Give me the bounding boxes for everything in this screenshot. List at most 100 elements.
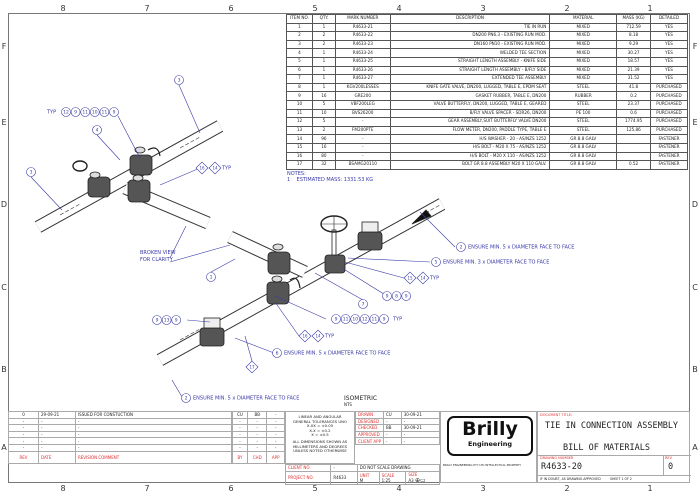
revision-row: --- xyxy=(8,443,232,452)
signoff-cell: - xyxy=(246,430,268,439)
item-balloon: 11 xyxy=(99,107,110,117)
valve-lower-branch xyxy=(267,243,291,275)
view-label: ISOMETRIC xyxy=(344,395,377,402)
item-balloon: 9 xyxy=(379,314,389,324)
zone-column-label: 8 xyxy=(60,484,66,493)
zone-row-label: E xyxy=(1,118,7,127)
revision-row: --- xyxy=(8,430,232,439)
zone-column-label: 1 xyxy=(647,484,653,493)
balloon-number: 9 xyxy=(386,294,389,300)
zone-column-label: 5 xyxy=(312,484,318,493)
item-balloon: 3 xyxy=(174,75,184,85)
approval-label: DRAWN xyxy=(355,411,384,419)
balloon-number: 4 xyxy=(96,128,99,134)
revision-row: --- xyxy=(8,417,232,426)
revision-cell: - xyxy=(8,417,39,426)
scale-value: 1:25 xyxy=(381,477,391,483)
item-balloon: 5 xyxy=(431,257,441,267)
zone-row-label: D xyxy=(691,200,699,209)
revision-cell: 0 xyxy=(8,411,39,419)
zone-column-label: 5 xyxy=(312,4,318,13)
signoff-cell: - xyxy=(232,430,248,439)
zone-row-label: B xyxy=(692,365,698,374)
unit-label: UNIT xyxy=(359,472,370,478)
item-balloon: 13 xyxy=(161,315,172,325)
item-balloon: 8 xyxy=(391,291,402,301)
approval-date: - xyxy=(400,430,441,439)
signoff-row: --- xyxy=(232,443,285,452)
sheet-number: SHEET 1 OF 2 xyxy=(610,477,632,481)
valve-lower-tee xyxy=(266,275,301,305)
approval-date: 30-09-21 xyxy=(400,411,441,419)
signoff-cell: BB xyxy=(246,411,268,419)
typ-label: TYP xyxy=(429,276,439,282)
size-label: SIZE xyxy=(408,471,418,477)
revision-cell: - xyxy=(38,424,76,432)
revision-header-cell: DATE xyxy=(38,450,76,464)
item-balloon: 4 xyxy=(92,125,102,135)
note-text: ESTIMATED MASS: 1331.53 KG xyxy=(296,177,374,183)
balloon-number: 11 xyxy=(102,110,108,116)
signoff-cell: - xyxy=(232,437,248,445)
do-not-scale: DO NOT SCALE DRAWING xyxy=(356,464,441,472)
projection-icon: ⊕▭ xyxy=(414,476,426,484)
logo-sub: Engineering xyxy=(467,440,513,448)
item-balloon: 2 xyxy=(181,393,191,403)
balloon-number: 5 xyxy=(435,260,438,266)
diamond-number: 16 xyxy=(199,166,205,171)
zone-column-label: 4 xyxy=(396,484,402,493)
revision-row: --- xyxy=(8,424,232,432)
balloon-number: 9 xyxy=(113,110,116,116)
revision-cell: - xyxy=(38,417,76,426)
project-no-label: PROJECT NO. xyxy=(284,470,332,485)
zone-row-label: A xyxy=(692,443,698,452)
zone-column-label: 2 xyxy=(564,4,570,13)
fastener-diamond: 17 xyxy=(245,360,259,374)
typ-label: TYP xyxy=(221,166,231,172)
notes-title: NOTES: xyxy=(287,171,306,177)
item-balloon: 12 xyxy=(61,107,71,117)
balloon-number: 12 xyxy=(63,110,69,116)
tolerance-line: X.XX = ±0.05 xyxy=(306,423,334,429)
client-project-block: CLIENT NO.-DO NOT SCALE DRAWING PROJECT … xyxy=(284,464,441,485)
signoff-cell: CU xyxy=(232,411,248,419)
signoff-header-cell: APP xyxy=(266,450,285,464)
notes: NOTES: 1 ESTIMATED MASS: 1331.53 KG xyxy=(287,171,373,183)
revision-row: --- xyxy=(8,437,232,445)
zone-column-label: 1 xyxy=(647,4,653,13)
ensure-note: ENSURE MIN. 3 x DIAMETER FACE TO FACE xyxy=(443,260,549,266)
balloon-number: 13 xyxy=(164,318,170,324)
signoff-cell: - xyxy=(246,424,268,432)
revision-cell: - xyxy=(75,424,232,432)
project-no-value: R4633 xyxy=(330,470,358,485)
rev-value: 0 xyxy=(668,462,674,472)
revision-cell: - xyxy=(8,424,39,432)
item-balloon: 9 xyxy=(331,314,341,324)
revision-cell: - xyxy=(75,430,232,439)
diamond-number: 15 xyxy=(407,276,413,281)
item-balloon: 1 xyxy=(206,272,216,282)
document-title-label: DOCUMENT TITLE: xyxy=(540,413,573,417)
balloon-number: 2 xyxy=(185,396,188,402)
rev-label: REV xyxy=(665,456,673,460)
item-balloon: 11 xyxy=(80,107,90,117)
typ-label: TYP xyxy=(324,334,334,340)
signoff-cell: - xyxy=(266,430,285,439)
item-balloon: 9 xyxy=(171,315,181,325)
signoff-cell: - xyxy=(266,437,285,445)
tolerance-line: LINEAR AND ANGULAR xyxy=(298,414,342,419)
item-balloon: 12 xyxy=(359,314,370,324)
balloon-number: 3 xyxy=(178,78,181,84)
revision-cell: - xyxy=(38,430,76,439)
revision-header-cell: REVISION COMMENT xyxy=(75,450,232,464)
item-balloon: 9 xyxy=(70,107,81,117)
ip-notice: BRILLY ENGINEERING PTY LTD INTELLECTUAL … xyxy=(443,463,522,467)
approval-label: APPROVED xyxy=(355,430,384,439)
fastener-diamond: 14 xyxy=(311,329,325,343)
